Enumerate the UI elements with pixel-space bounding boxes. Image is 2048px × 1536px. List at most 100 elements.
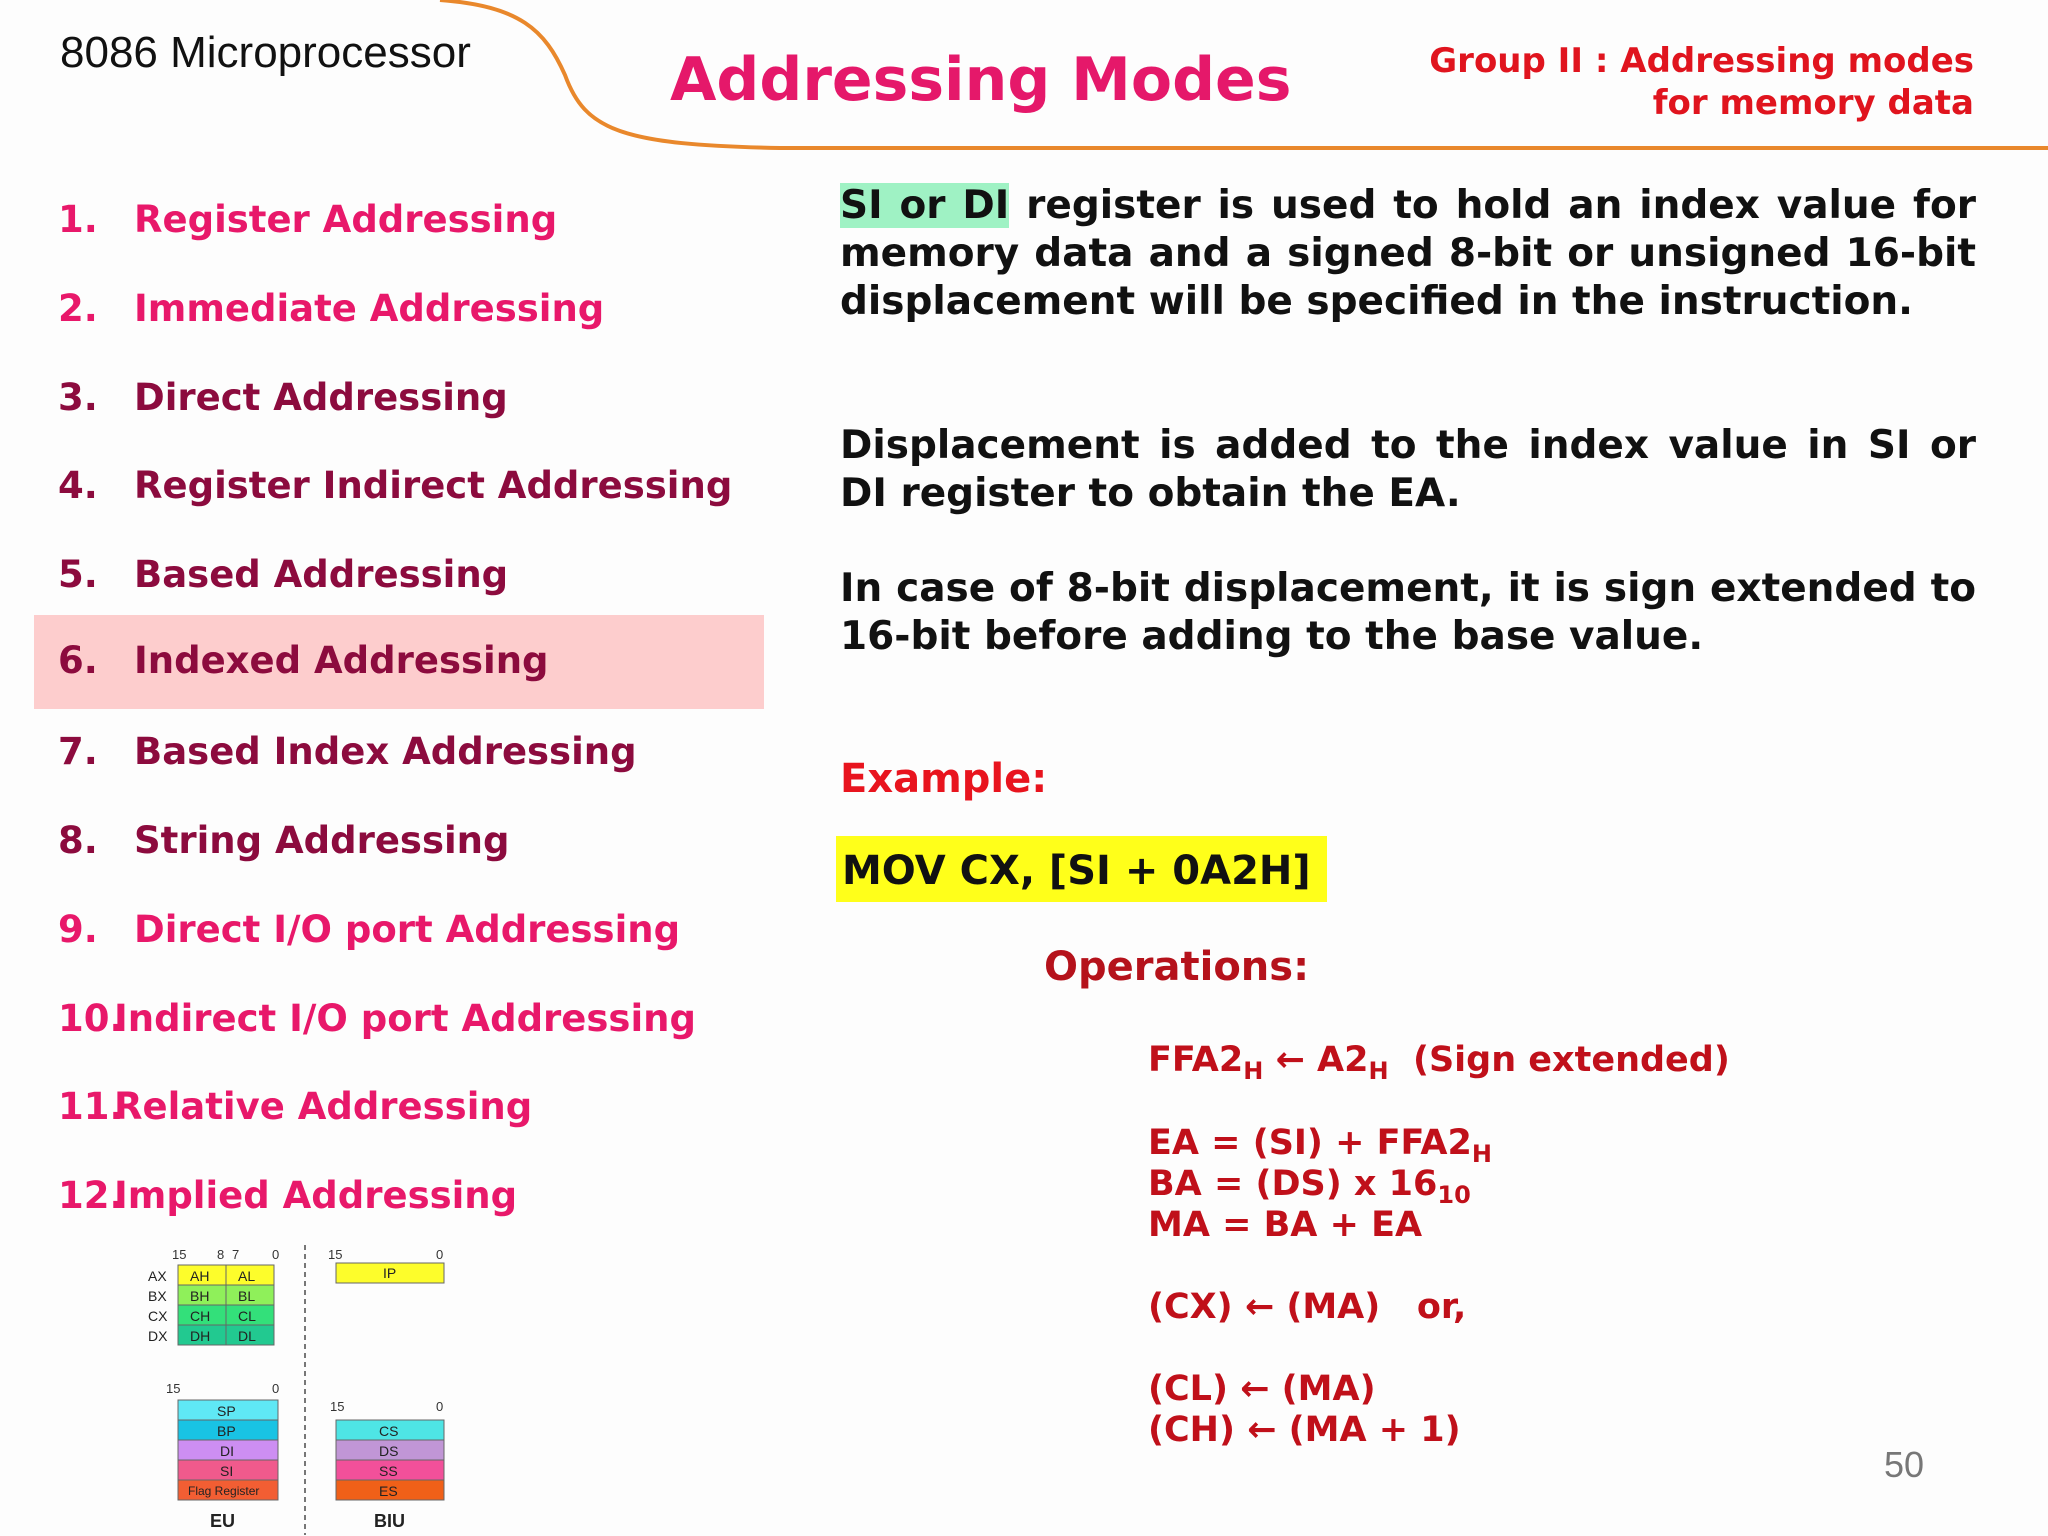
nav-item-number: 2. — [58, 287, 98, 330]
nav-item-indirect-io-port-addressing[interactable]: 10. Indirect I/O port Addressing — [34, 973, 764, 1067]
group-title-line2: for memory data — [1652, 83, 1974, 123]
reg-cs: CS — [379, 1423, 398, 1439]
nav-item-number: 1. — [58, 198, 98, 241]
nav-item-direct-addressing[interactable]: 3. Direct Addressing — [34, 352, 764, 446]
nav-item-label: Register Addressing — [134, 198, 558, 241]
nav-item-number: 8. — [58, 819, 98, 862]
si-di-highlight: SI or DI — [840, 183, 1010, 228]
group-title: Group II : Addressing modes for memory d… — [1429, 40, 1974, 124]
nav-item-label: Indirect I/O port Addressing — [114, 997, 696, 1040]
reg-flag: Flag Register — [188, 1484, 259, 1498]
general-registers: AX BX CX DX AH BH CH DH AL BL CL DL — [148, 1264, 275, 1346]
nav-item-number: 10. — [58, 997, 124, 1040]
nav-item-indexed-addressing[interactable]: 6. Indexed Addressing — [34, 615, 764, 709]
nav-item-number: 12. — [58, 1174, 124, 1217]
bit-label: 0 — [436, 1247, 443, 1262]
nav-item-label: Implied Addressing — [114, 1174, 518, 1217]
bit-label: 7 — [232, 1247, 239, 1262]
bit-label: 0 — [436, 1399, 443, 1414]
eu-label: EU — [210, 1511, 235, 1531]
group-title-line1: Group II : Addressing modes — [1429, 41, 1974, 81]
bit-label: 15 — [328, 1247, 342, 1262]
operation-sign-extend: FFA2H ← A2H (Sign extended) — [1148, 1040, 1730, 1085]
nav-item-implied-addressing[interactable]: 12. Implied Addressing — [34, 1150, 764, 1244]
reg-sp: SP — [217, 1403, 236, 1419]
reg-ds: DS — [379, 1443, 398, 1459]
operation-ch: (CH) ← (MA + 1) — [1148, 1410, 1461, 1450]
reg-bl: BL — [238, 1288, 255, 1304]
nav-item-label: Based Index Addressing — [134, 730, 637, 773]
nav-item-immediate-addressing[interactable]: 2. Immediate Addressing — [34, 263, 764, 357]
ip-cell — [335, 1262, 445, 1284]
paragraph-index-register: SI or DI register is used to hold an ind… — [840, 182, 1976, 326]
nav-item-label: Indexed Addressing — [134, 639, 549, 682]
op-subscript: H — [1471, 1140, 1492, 1168]
reg-di: DI — [220, 1443, 234, 1459]
op-text: BA = (DS) x 16 — [1148, 1164, 1438, 1204]
bit-label: 8 — [217, 1247, 224, 1262]
reg-al: AL — [238, 1268, 255, 1284]
nav-item-register-addressing[interactable]: 1. Register Addressing — [34, 174, 764, 268]
nav-item-based-addressing[interactable]: 5. Based Addressing — [34, 529, 764, 623]
bit-label: 0 — [272, 1247, 279, 1262]
operation-ma: MA = BA + EA — [1148, 1205, 1423, 1245]
register-diagram: 15 8 7 0 AX BX CX DX AH BH CH DH AL BL C… — [148, 1245, 445, 1535]
nav-item-number: 4. — [58, 464, 98, 507]
example-label: Example: — [840, 756, 1048, 802]
nav-item-number: 11. — [58, 1085, 124, 1128]
page-number: 50 — [1883, 1444, 1924, 1485]
reg-ch: CH — [190, 1308, 210, 1324]
reg-name-ax: AX — [148, 1268, 167, 1284]
paragraph-displacement: Displacement is added to the index value… — [840, 423, 1976, 516]
nav-item-direct-io-port-addressing[interactable]: 9. Direct I/O port Addressing — [34, 884, 764, 978]
nav-item-label: Direct I/O port Addressing — [134, 908, 681, 951]
bit-label: 15 — [172, 1247, 186, 1262]
bit-label: 15 — [330, 1399, 344, 1414]
nav-item-number: 7. — [58, 730, 98, 773]
nav-item-number: 3. — [58, 376, 98, 419]
flag-register-cell — [177, 1479, 279, 1501]
reg-ip: IP — [383, 1265, 396, 1281]
reg-name-cx: CX — [148, 1308, 168, 1324]
op-text: (Sign extended) — [1388, 1040, 1730, 1080]
reg-cl: CL — [238, 1308, 256, 1324]
reg-bh: BH — [190, 1288, 209, 1304]
reg-name-dx: DX — [148, 1328, 168, 1344]
reg-si: SI — [220, 1463, 233, 1479]
course-title: 8086 Microprocessor — [60, 28, 471, 77]
paragraph-text: register is used to hold an index value … — [840, 183, 1976, 324]
op-subscript: H — [1243, 1057, 1264, 1085]
nav-item-number: 9. — [58, 908, 98, 951]
nav-item-based-index-addressing[interactable]: 7. Based Index Addressing — [34, 706, 764, 800]
dl-cell — [225, 1324, 275, 1346]
nav-item-number: 5. — [58, 553, 98, 596]
nav-item-relative-addressing[interactable]: 11. Relative Addressing — [34, 1061, 764, 1155]
nav-item-register-indirect-addressing[interactable]: 4. Register Indirect Addressing — [34, 440, 764, 534]
operation-cx: (CX) ← (MA) or, — [1148, 1287, 1467, 1327]
nav-item-label: String Addressing — [134, 819, 510, 862]
operations-label: Operations: — [1044, 944, 1310, 990]
reg-dl: DL — [238, 1328, 256, 1344]
op-subscript: H — [1368, 1057, 1389, 1085]
nav-item-number: 6. — [58, 639, 98, 682]
op-subscript: 10 — [1437, 1181, 1471, 1209]
op-text: FFA2 — [1148, 1040, 1244, 1080]
biu-label: BIU — [374, 1511, 405, 1531]
op-text: ← A2 — [1263, 1040, 1369, 1080]
bit-label: 0 — [272, 1381, 279, 1396]
biu-registers: CS DS SS ES — [335, 1419, 445, 1501]
reg-ah: AH — [190, 1268, 209, 1284]
nav-item-label: Immediate Addressing — [134, 287, 605, 330]
eu-registers: SP BP DI SI Flag Register — [177, 1399, 279, 1501]
operation-ea: EA = (SI) + FFA2H — [1148, 1123, 1492, 1168]
nav-item-label: Direct Addressing — [134, 376, 508, 419]
operation-cl: (CL) ← (MA) — [1148, 1369, 1376, 1409]
operation-ba: BA = (DS) x 1610 — [1148, 1164, 1471, 1209]
header-curve — [439, 0, 2048, 150]
reg-es: ES — [379, 1483, 398, 1499]
reg-bp: BP — [217, 1423, 236, 1439]
reg-ss: SS — [379, 1463, 398, 1479]
reg-dh: DH — [190, 1328, 210, 1344]
nav-item-string-addressing[interactable]: 8. String Addressing — [34, 795, 764, 889]
nav-item-label: Based Addressing — [134, 553, 509, 596]
